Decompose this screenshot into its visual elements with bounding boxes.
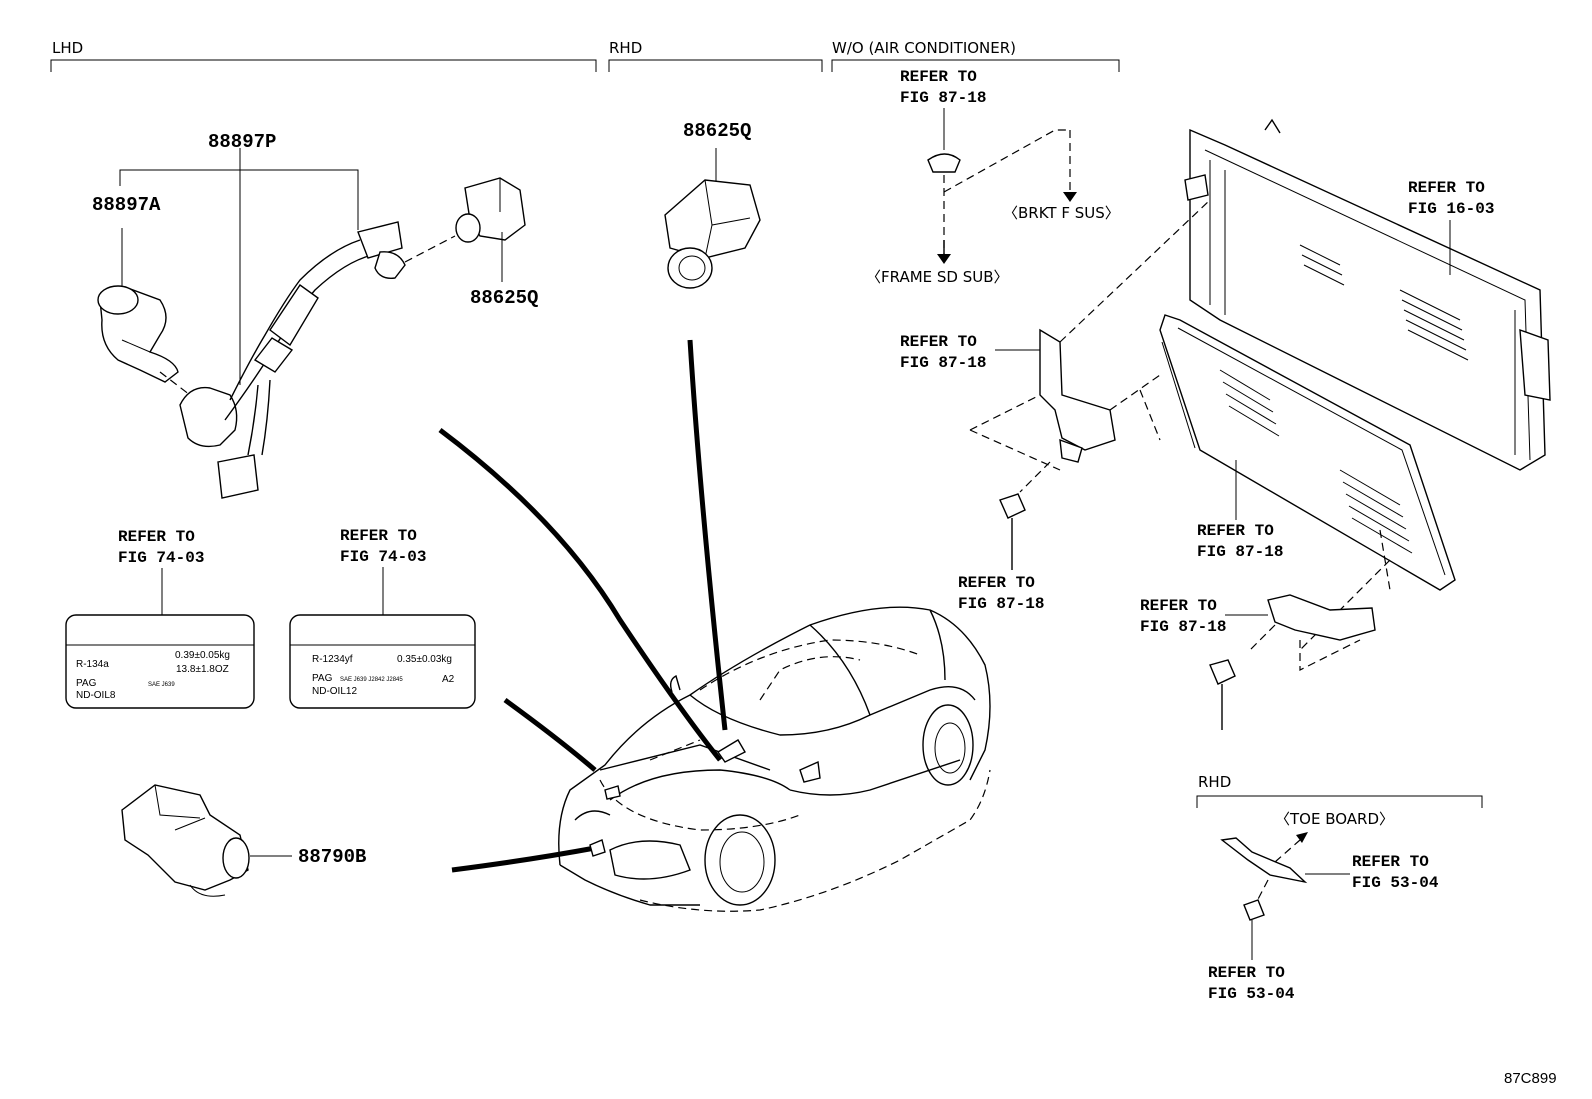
label-left-oil-name: ND-OIL8 (76, 690, 116, 701)
label-left-amount-kg: 0.39±0.05kg (175, 650, 230, 661)
figure-id: 87C899 (1504, 1070, 1557, 1087)
bracket-lower-drawing: REFER TO FIG 87-18 (1140, 594, 1376, 730)
label-right-oil-type: PAG (312, 673, 333, 684)
part-88790B-group: 88790B (121, 784, 366, 897)
location-pointers (438, 339, 728, 873)
section-rhd-label: RHD (609, 39, 642, 57)
label-right-refrigerant: R-1234yf (312, 654, 353, 665)
label-right-oil-suffix: A2 (442, 674, 455, 685)
leader-88897P-bracket (119, 169, 359, 230)
section-wo-ac: W/O (AIR CONDITIONER) (831, 39, 1120, 72)
refer-to-text: REFER TO (900, 333, 977, 351)
section-wo-ac-bracket (831, 59, 1120, 72)
section-rhd: RHD (608, 39, 823, 72)
bracket-left-drawing: REFER TO FIG 87-18 REFER TO FIG 87-18 (900, 199, 1211, 613)
label-left-oil-type: PAG (76, 678, 97, 689)
part-88625Q-rhd-label: 88625Q (683, 120, 751, 142)
refer-fig-87-18-e: FIG 87-18 (1140, 618, 1226, 636)
section-rhd-lower: RHD 〈TOE BOARD〉 REFER TO FIG 53-04 REFER… (1196, 773, 1483, 1003)
section-rhd-bracket (608, 59, 823, 72)
part-88625Q-lhd-group: 88625Q (455, 177, 538, 309)
part-88625Q-lhd-label: 88625Q (470, 287, 538, 309)
refer-to-text: REFER TO (118, 528, 195, 546)
refer-fig-87-18-a: FIG 87-18 (900, 89, 986, 107)
refer-to-text: REFER TO (1408, 179, 1485, 197)
toe-board-callout: 〈TOE BOARD〉 (1275, 810, 1394, 828)
radiator-drawing: REFER TO FIG 16-03 (1184, 118, 1551, 471)
label-right-amount-kg: 0.35±0.03kg (397, 654, 452, 665)
frame-sd-sub-callout: 〈FRAME SD SUB〉 (866, 268, 1009, 286)
temperature-sensor-drawing (97, 285, 191, 396)
section-rhd-lower-bracket (1196, 795, 1483, 808)
label-right-oil-note: SAE J639 J2842 J2845 (340, 677, 403, 683)
refer-fig-74-03-b: FIG 74-03 (340, 548, 426, 566)
condenser-drawing: REFER TO FIG 87-18 (1139, 314, 1456, 651)
label-right-oil-name: ND-OIL12 (312, 686, 357, 697)
refer-fig-53-04-b: FIG 53-04 (1208, 985, 1295, 1003)
section-wo-ac-label: W/O (AIR CONDITIONER) (832, 39, 1016, 57)
part-88897A-group: 88897A (92, 194, 161, 292)
refer-to-text: REFER TO (900, 68, 977, 86)
refer-to-text: REFER TO (958, 574, 1035, 592)
label-left-oil-note: SAE J639 (148, 682, 175, 688)
refer-to-text: REFER TO (340, 527, 417, 545)
part-88897A-label: 88897A (92, 194, 161, 216)
part-88625Q-rhd-group: 88625Q (664, 120, 761, 289)
part-88897P-group: 88897P (119, 131, 359, 385)
brkt-f-sus-callout: 〈BRKT F SUS〉 (1003, 204, 1120, 222)
part-88897P-label: 88897P (208, 131, 276, 153)
refer-to-text: REFER TO (1208, 964, 1285, 982)
wo-ac-refer-top: REFER TO FIG 87-18 〈BRKT F SUS〉 〈FRAME S… (866, 68, 1120, 286)
refer-fig-74-03-a: FIG 74-03 (118, 549, 204, 567)
section-lhd: LHD (50, 39, 597, 72)
label-left-refrigerant: R-134a (76, 659, 109, 670)
refer-to-text: REFER TO (1352, 853, 1429, 871)
refer-to-text: REFER TO (1197, 522, 1274, 540)
refer-fig-87-18-d: FIG 87-18 (958, 595, 1044, 613)
section-lhd-label: LHD (52, 39, 83, 57)
refer-fig-87-18-c: FIG 87-18 (1197, 543, 1283, 561)
refer-fig-53-04-a: FIG 53-04 (1352, 874, 1439, 892)
vehicle-drawing (558, 606, 991, 912)
refer-to-text: REFER TO (1140, 597, 1217, 615)
section-rhd-lower-label: RHD (1198, 773, 1231, 791)
refer-fig-16-03: FIG 16-03 (1408, 200, 1494, 218)
section-lhd-bracket (50, 59, 597, 72)
refer-fig-87-18-b: FIG 87-18 (900, 354, 986, 372)
label-left-amount-oz: 13.8±1.8OZ (176, 664, 229, 675)
wire-harness-drawing (179, 221, 456, 499)
refrigerant-label-left: REFER TO FIG 74-03 R-134a 0.39±0.05kg 13… (65, 528, 255, 709)
part-88790B-label: 88790B (298, 846, 366, 868)
refrigerant-label-right: REFER TO FIG 74-03 R-1234yf 0.35±0.03kg … (289, 527, 476, 709)
